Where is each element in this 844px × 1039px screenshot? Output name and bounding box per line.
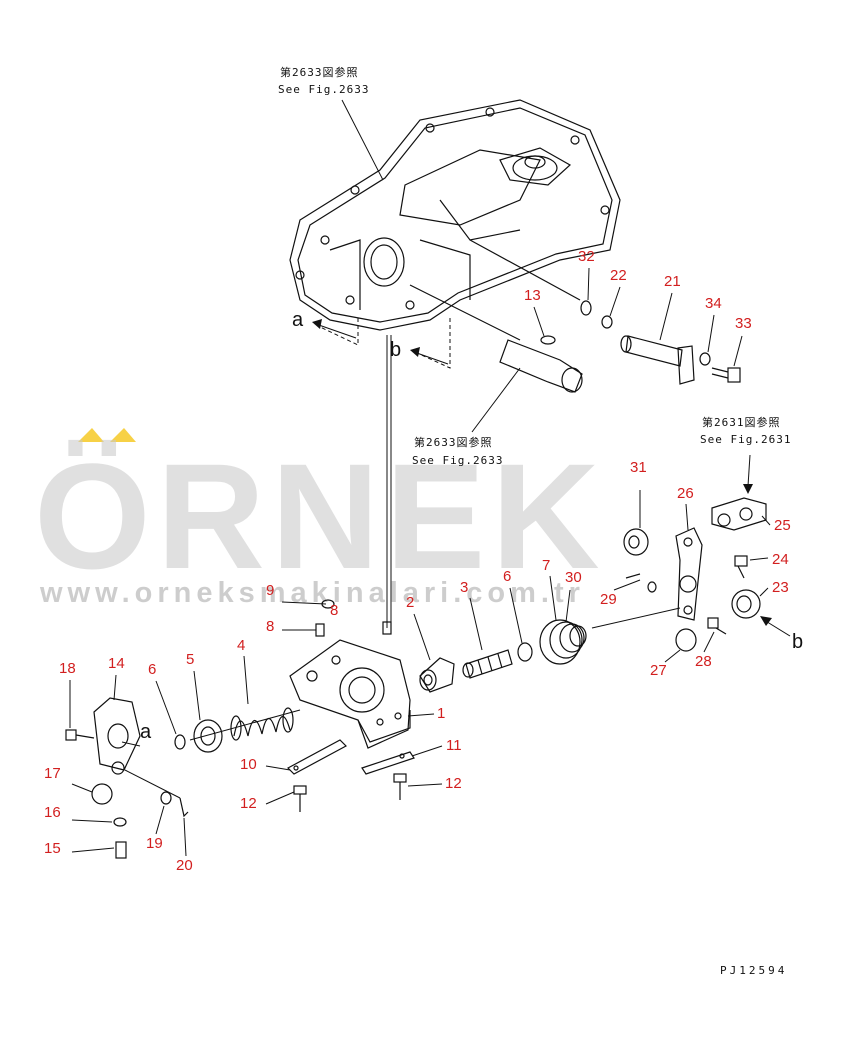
reference-right-en: See Fig.2631 <box>700 433 791 446</box>
reference-top-jp: 第2633図参照 <box>280 65 359 79</box>
callout-31: 31 <box>630 459 647 476</box>
callout-16: 16 <box>44 804 61 821</box>
drawing-code: PJ12594 <box>720 964 787 977</box>
part-block-25 <box>711 497 767 531</box>
callout-7: 7 <box>542 557 550 574</box>
part-washer-27 <box>675 628 697 652</box>
part-ring-22 <box>601 315 613 329</box>
part-bolt-33 <box>711 367 741 383</box>
callout-6-left: 6 <box>148 661 156 678</box>
reference-right: 第2631図参照 See Fig.2631 <box>700 415 791 494</box>
callout-14: 14 <box>108 655 125 672</box>
callout-25: 25 <box>774 517 791 534</box>
watermark: ÖRNEK www.orneksmakinalari.com.tr <box>34 428 606 609</box>
watermark-brand: ÖRNEK <box>34 432 606 600</box>
reference-middle: 第2633図参照 See Fig.2633 <box>412 367 521 467</box>
part-link-26 <box>675 527 703 621</box>
watermark-accent-left <box>78 428 104 442</box>
callout-2: 2 <box>406 594 414 611</box>
callout-20: 20 <box>176 857 193 874</box>
reference-middle-en: See Fig.2633 <box>412 454 503 467</box>
svg-text:a: a <box>140 721 152 743</box>
part-plate-11 <box>361 751 415 775</box>
section-marker-a-bottom: a <box>121 721 152 747</box>
callout-5: 5 <box>186 651 194 668</box>
part-lever-14 <box>93 697 141 775</box>
callout-30: 30 <box>565 569 582 586</box>
part-bolt-15 <box>115 841 127 859</box>
part-pin-29 <box>625 573 657 593</box>
callout-1: 1 <box>437 705 445 722</box>
callout-21: 21 <box>664 273 681 290</box>
callout-15: 15 <box>44 840 61 857</box>
svg-text:b: b <box>390 339 401 361</box>
reference-top: 第2633図参照 See Fig.2633 <box>278 65 384 181</box>
part-washer-34 <box>699 352 711 366</box>
part-bolt-3 <box>462 649 513 679</box>
callout-33: 33 <box>735 315 752 332</box>
transmission-case <box>289 99 621 331</box>
part-bolt-28 <box>707 617 727 635</box>
callout-27: 27 <box>650 662 667 679</box>
callout-4: 4 <box>237 637 245 654</box>
callout-32: 32 <box>578 248 595 265</box>
part-spring-4 <box>230 707 294 741</box>
section-marker-a-top: a <box>292 309 357 339</box>
callout-10: 10 <box>240 756 257 773</box>
part-plug-32 <box>469 239 592 316</box>
callout-28: 28 <box>695 653 712 670</box>
part-washer-31 <box>623 528 649 556</box>
part-bolt-12-right <box>393 773 407 800</box>
callouts: 32 22 21 13 34 33 31 26 25 24 23 29 27 2… <box>44 248 791 874</box>
callout-13: 13 <box>524 287 541 304</box>
callout-3: 3 <box>460 579 468 596</box>
callout-8-lower: 8 <box>266 618 274 635</box>
section-marker-b-right: b <box>760 616 803 653</box>
part-plate-10 <box>287 739 347 775</box>
callout-8-upper: 8 <box>330 602 338 619</box>
part-washer-16 <box>113 817 127 827</box>
part-collar-23 <box>731 589 761 619</box>
callout-9: 9 <box>266 582 274 599</box>
callout-24: 24 <box>772 551 789 568</box>
reference-right-jp: 第2631図参照 <box>702 415 781 429</box>
callout-17: 17 <box>44 765 61 782</box>
part-roller-17 <box>91 783 113 805</box>
svg-text:a: a <box>292 309 304 331</box>
part-lever-housing-1 <box>289 639 411 749</box>
part-bellows-30 <box>539 619 587 665</box>
callout-18: 18 <box>59 660 76 677</box>
section-marker-b-top: b <box>390 339 449 365</box>
reference-top-en: See Fig.2633 <box>278 83 369 96</box>
part-seat-5 <box>193 719 223 753</box>
watermark-accent-right <box>110 428 136 442</box>
callout-12-right: 12 <box>445 775 462 792</box>
callout-34: 34 <box>705 295 722 312</box>
callout-29: 29 <box>600 591 617 608</box>
callout-22: 22 <box>610 267 627 284</box>
part-washer-19 <box>160 791 172 805</box>
callout-26: 26 <box>677 485 694 502</box>
part-bolt-18 <box>65 729 95 741</box>
part-bolt-12-left <box>293 785 307 812</box>
part-ring-6-left <box>174 734 186 750</box>
callout-6-right: 6 <box>503 568 511 585</box>
part-pin-21 <box>620 335 695 385</box>
svg-text:b: b <box>792 631 803 653</box>
part-pin-20 <box>179 797 189 818</box>
callout-23: 23 <box>772 579 789 596</box>
part-shaft-13 <box>409 284 583 393</box>
callout-12-left: 12 <box>240 795 257 812</box>
reference-middle-jp: 第2633図参照 <box>414 435 493 449</box>
part-bolt-24 <box>734 555 748 579</box>
part-sleeve-2 <box>419 657 455 693</box>
callout-19: 19 <box>146 835 163 852</box>
callout-11: 11 <box>446 737 462 754</box>
part-ring-6-right <box>517 642 533 662</box>
